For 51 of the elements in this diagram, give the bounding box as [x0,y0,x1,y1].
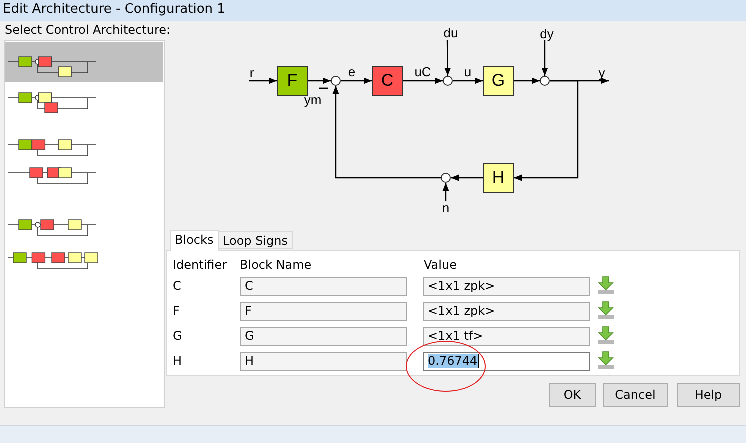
signal-label: ym [304,94,322,106]
signal-arrow [451,174,483,182]
signal-arrow [542,40,548,76]
summing-junction [540,76,550,86]
signal-arrow [453,78,483,84]
tab: Blocks [170,230,219,251]
signal-label: du [444,26,458,40]
column-header: Block Name [240,258,312,272]
row-identifier: C [173,279,182,293]
signal-label: u [464,66,472,78]
block: C [372,66,403,96]
text-field: G [240,327,407,346]
block: F [277,66,308,96]
text-field: C [240,277,407,296]
column-header: Identifier [173,258,228,272]
row-identifier: G [173,329,182,343]
signal-label: dy [540,28,554,40]
button: Help [677,383,740,407]
summing-junction [441,173,451,183]
button: OK [549,383,596,407]
signal-arrow [403,78,443,84]
text-field: <1x1 zpk> [423,302,590,321]
signal-label: e [348,66,356,78]
signal-arrow [514,78,540,84]
block: H [483,163,514,193]
text-field: <1x1 tf> [423,327,590,346]
summing-junction [331,76,341,86]
signal-label: r [250,66,254,80]
signal-arrow [249,78,277,84]
signal-arrow [514,80,579,182]
block: G [483,66,514,96]
signal-arrow [308,78,331,84]
row-identifier: H [173,354,182,368]
panel-heading: Select Control Architecture: [5,23,171,37]
text-field: 0.76744 [423,352,590,371]
text-field: F [240,302,407,321]
signal-label: n [442,202,450,214]
text-field: <1x1 zpk> [423,277,590,296]
signal-arrow [444,40,452,76]
tab: Loop Signs [218,231,294,249]
text-field: H [240,352,407,371]
button: Cancel [603,383,668,407]
signal-arrow [332,86,441,179]
row-identifier: F [173,304,180,318]
signal-arrow [442,183,450,201]
window-title: Edit Architecture - Configuration 1 [3,2,226,17]
column-header: Value [424,258,457,272]
signal-label: uC [414,66,432,78]
minus-sign: − [318,84,330,94]
signal-arrow [341,78,372,84]
summing-junction [443,76,453,86]
